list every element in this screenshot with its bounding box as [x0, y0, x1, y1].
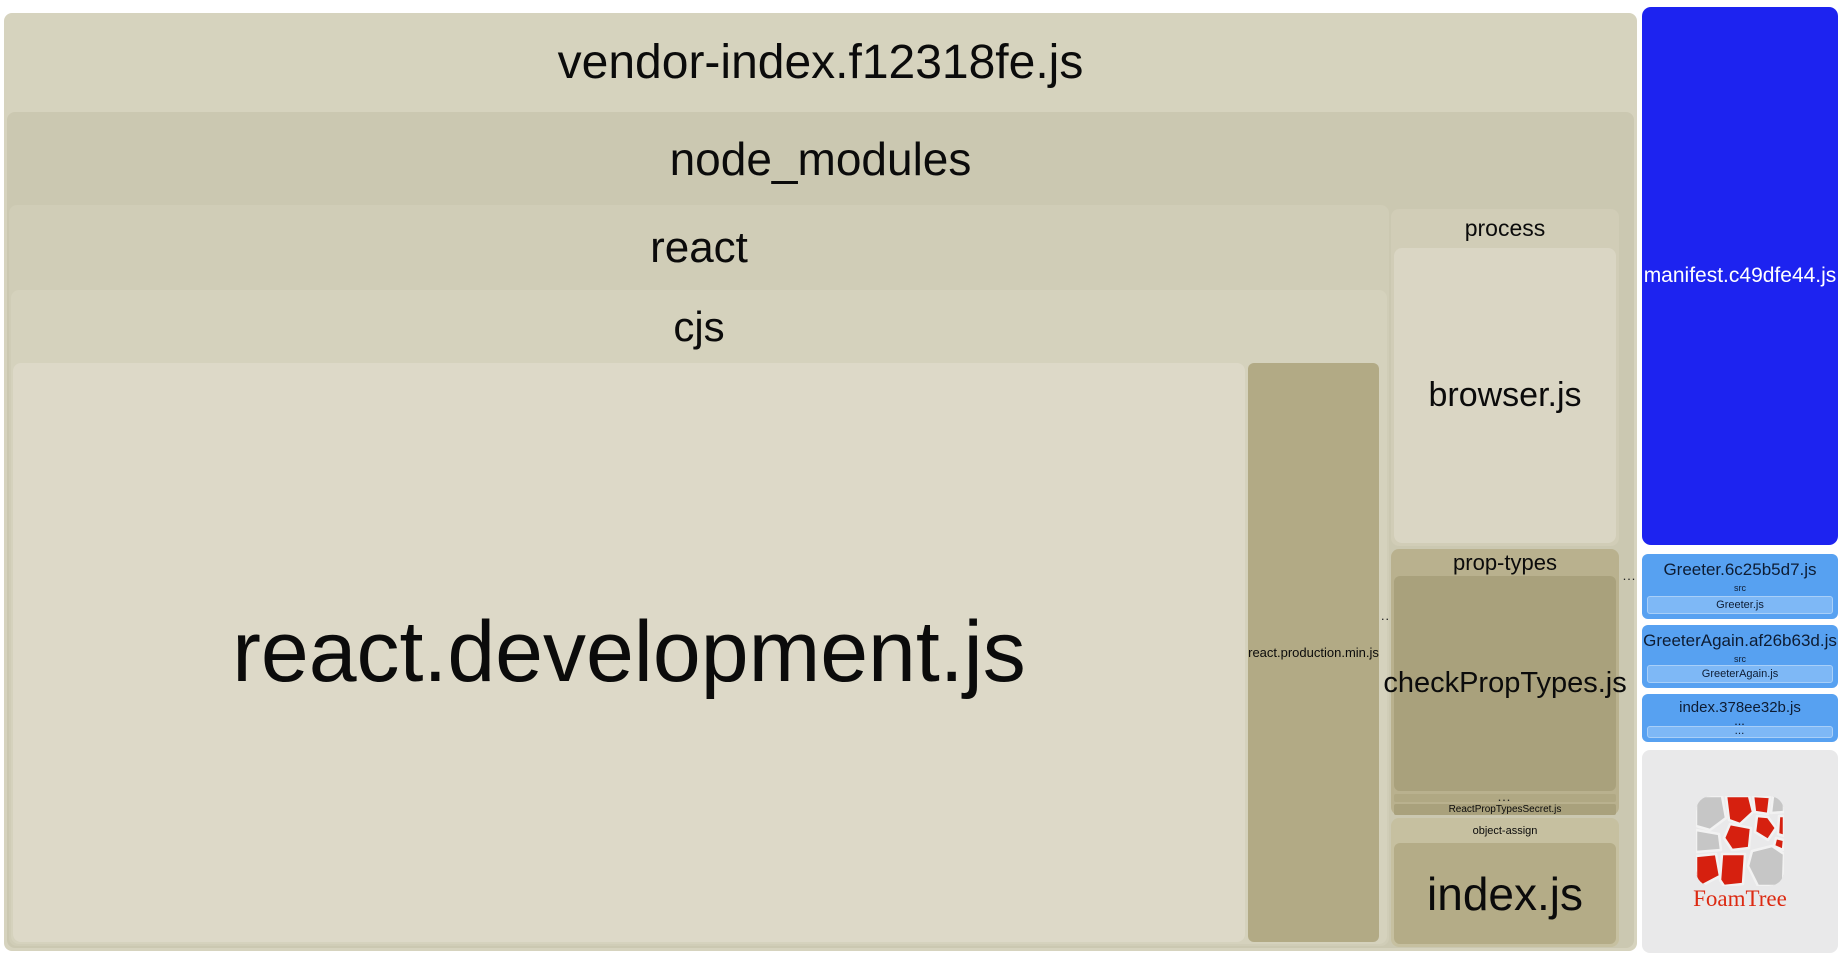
treemap-group-object-assign[interactable]: object-assign index.js [1391, 818, 1619, 947]
more-modules-dots-icon: ... [1623, 571, 1637, 582]
cjs-label: cjs [673, 302, 725, 350]
treemap-cell-greeter-js[interactable]: Greeter.js [1647, 596, 1833, 614]
chunk-src-label: src [1734, 583, 1746, 593]
object-assign-label: object-assign [1472, 824, 1538, 837]
treemap-cell-react-production-min[interactable]: react.production.min.js [1248, 363, 1379, 942]
treemap-group-cjs[interactable]: cjs react.development.js react.productio… [11, 290, 1387, 944]
treemap-cell-browser-js[interactable]: browser.js [1394, 248, 1616, 543]
treemap-group-prop-types[interactable]: prop-types checkPropTypes.js ... ReactPr… [1383, 549, 1627, 815]
treemap-chunk-greeter[interactable]: Greeter.6c25b5d7.js src Greeter.js [1642, 554, 1838, 619]
treemap-cell-index-js[interactable]: index.js [1394, 843, 1616, 944]
react-label: react [650, 222, 748, 272]
prop-types-label: prop-types [1453, 549, 1557, 575]
treemap-group-node-modules[interactable]: node_modules react cjs react.development… [7, 112, 1634, 948]
process-label: process [1464, 215, 1546, 241]
treemap-group-process[interactable]: process browser.js [1391, 209, 1619, 546]
treemap-cell-react-development[interactable]: react.development.js [13, 363, 1245, 942]
treemap-chunk-index[interactable]: index.378ee32b.js ... ... [1642, 694, 1838, 742]
foamtree-wordmark[interactable]: FoamTree [1693, 886, 1787, 911]
node-modules-label: node_modules [669, 132, 972, 185]
vendor-label: vendor-index.f12318fe.js [557, 36, 1084, 89]
treemap-cell-check-prop-types[interactable]: checkPropTypes.js [1383, 576, 1627, 791]
more-modules-dots-icon: .. [1381, 611, 1391, 622]
treemap-group-react[interactable]: react cjs react.development.js react.pro… [9, 205, 1389, 946]
treemap-chunk-greeter-again[interactable]: GreeterAgain.af26b63d.js src GreeterAgai… [1642, 625, 1838, 688]
treemap-cell-greeter-again-js[interactable]: GreeterAgain.js [1647, 665, 1833, 683]
chunk-src-label: src [1734, 654, 1746, 664]
foamtree-logo-icon [1696, 796, 1784, 886]
foamtree-attribution[interactable]: FoamTree [1642, 750, 1838, 953]
treemap-cell-react-prop-types-secret[interactable]: ReactPropTypesSecret.js [1394, 804, 1616, 815]
hidden-modules-indicator: ... [1734, 717, 1746, 727]
treemap-cell-hidden[interactable]: ... [1647, 726, 1833, 738]
chunk-title: Greeter.6c25b5d7.js [1663, 560, 1817, 579]
chunk-title: index.378ee32b.js [1679, 699, 1801, 716]
treemap-chunk-manifest[interactable]: manifest.c49dfe44.js [1642, 7, 1838, 545]
treemap-group-vendor[interactable]: vendor-index.f12318fe.js node_modules re… [4, 13, 1637, 951]
hidden-modules-indicator: ... [1394, 794, 1616, 802]
chunk-title: GreeterAgain.af26b63d.js [1643, 631, 1837, 650]
